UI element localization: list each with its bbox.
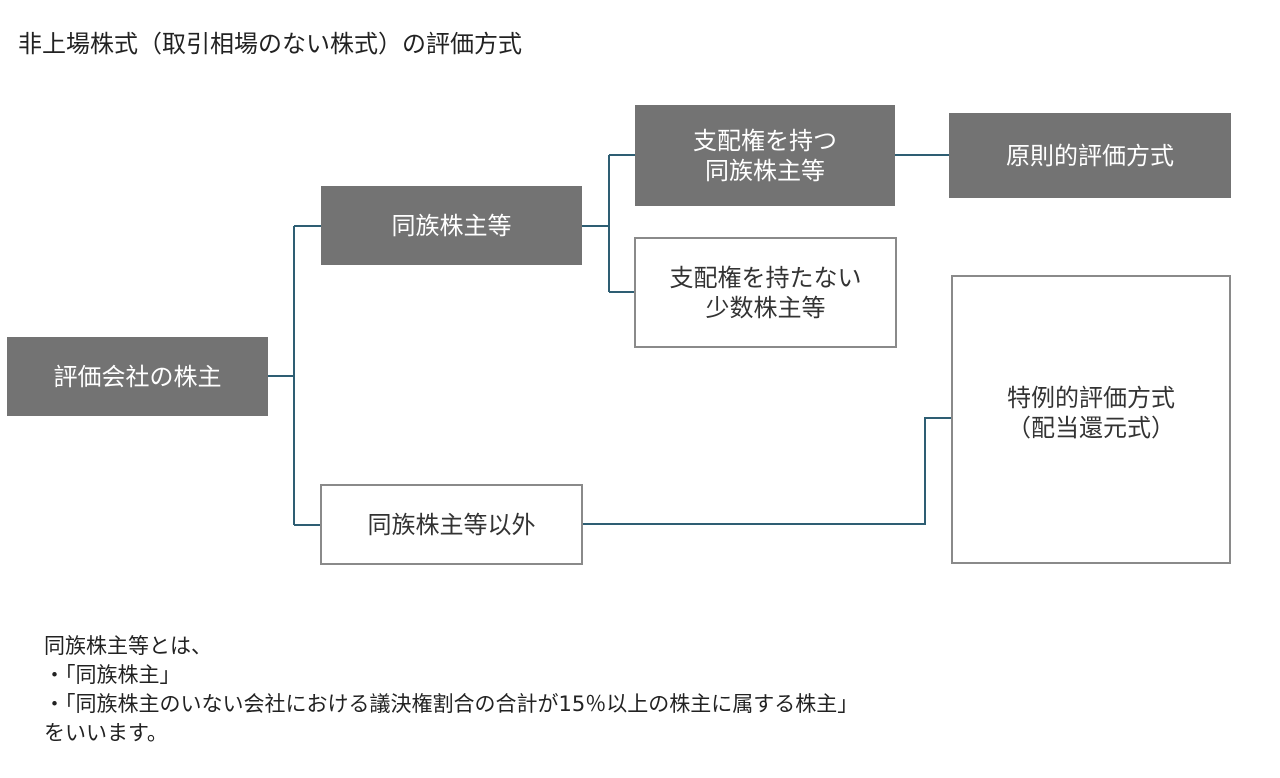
non-controlling-minority-label-line2: 少数株主等	[705, 293, 826, 322]
family-shareholders-box: 同族株主等	[321, 186, 582, 265]
exception-method-label-line1: 特例的評価方式	[1007, 383, 1175, 412]
connector-nonfamily-exception	[582, 417, 951, 525]
principle-method-label: 原則的評価方式	[1006, 141, 1174, 170]
page-title: 非上場株式（取引相場のない株式）の評価方式	[18, 30, 522, 58]
non-family-shareholders-box: 同族株主等以外	[320, 484, 583, 565]
note-line: ・「同族株主」	[44, 663, 181, 687]
connector-family-branch	[582, 154, 635, 293]
definition-note: 同族株主等とは、 ・「同族株主」 ・「同族株主のいない会社における議決権割合の合…	[44, 632, 858, 748]
note-line: 同族株主等とは、	[44, 634, 212, 658]
principle-method-box: 原則的評価方式	[949, 113, 1231, 198]
exception-method-label-line2: （配当還元式）	[1007, 413, 1175, 442]
non-family-shareholders-label: 同族株主等以外	[367, 510, 536, 539]
non-controlling-minority-box: 支配権を持たない 少数株主等	[634, 237, 897, 348]
note-line: ・「同族株主のいない会社における議決権割合の合計が15％以上の株主に属する株主」	[44, 692, 859, 716]
non-controlling-minority-label-line1: 支配権を持たない	[669, 263, 862, 292]
exception-method-box: 特例的評価方式 （配当還元式）	[951, 275, 1231, 564]
controlling-family-box: 支配権を持つ 同族株主等	[635, 105, 895, 206]
root-shareholder-box: 評価会社の株主	[7, 337, 268, 416]
connector-root-branch	[268, 225, 321, 526]
family-shareholders-label: 同族株主等	[391, 211, 512, 240]
controlling-family-label-line1: 支配権を持つ	[693, 126, 837, 155]
controlling-family-label-line2: 同族株主等	[705, 156, 825, 185]
note-line: をいいます。	[44, 721, 168, 745]
root-shareholder-label: 評価会社の株主	[53, 362, 222, 391]
